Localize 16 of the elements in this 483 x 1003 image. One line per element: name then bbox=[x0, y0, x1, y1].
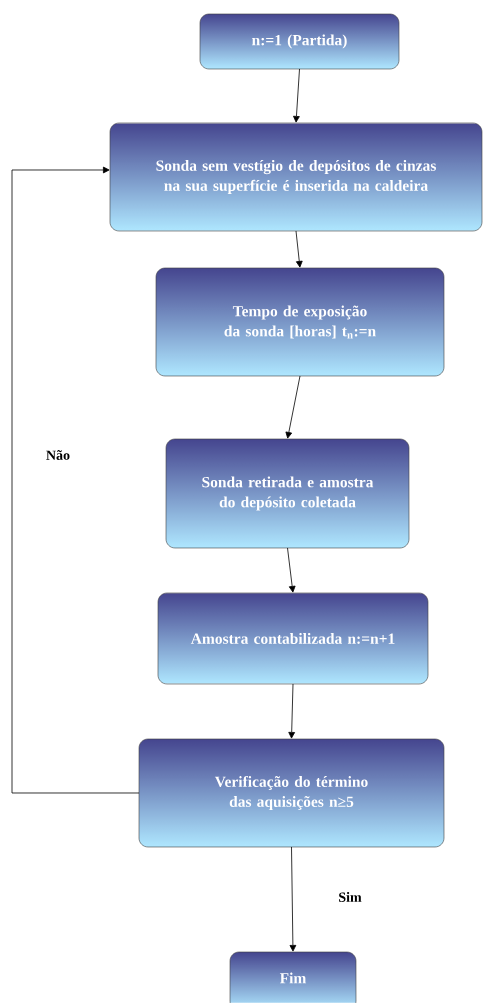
edge-label: Não bbox=[44, 449, 72, 461]
arrow bbox=[293, 68, 300, 123]
process-box: n:=1 (Partida) bbox=[199, 13, 400, 70]
edge-label: Sim bbox=[337, 891, 363, 903]
arrow bbox=[285, 375, 301, 439]
process-box: Amostra contabilizada n:=n+1 bbox=[157, 592, 429, 685]
arrow bbox=[295, 230, 303, 268]
arrow bbox=[289, 846, 297, 952]
arrow bbox=[288, 683, 296, 739]
arrow bbox=[11, 166, 140, 794]
process-box: Fim bbox=[229, 951, 357, 1003]
process-box: Verificação do término das aquisições n≥5 bbox=[138, 738, 445, 848]
process-box: Sonda sem vestígio de depósitos de cinzas na sua superfície é inserida na caldeira bbox=[109, 122, 483, 232]
process-box: Tempo de exposição da sonda [horas] t$_{n}$:=n bbox=[155, 267, 445, 377]
arrow bbox=[287, 547, 296, 593]
process-box: Sonda retirada e amostra do depósito coletada bbox=[165, 438, 410, 549]
